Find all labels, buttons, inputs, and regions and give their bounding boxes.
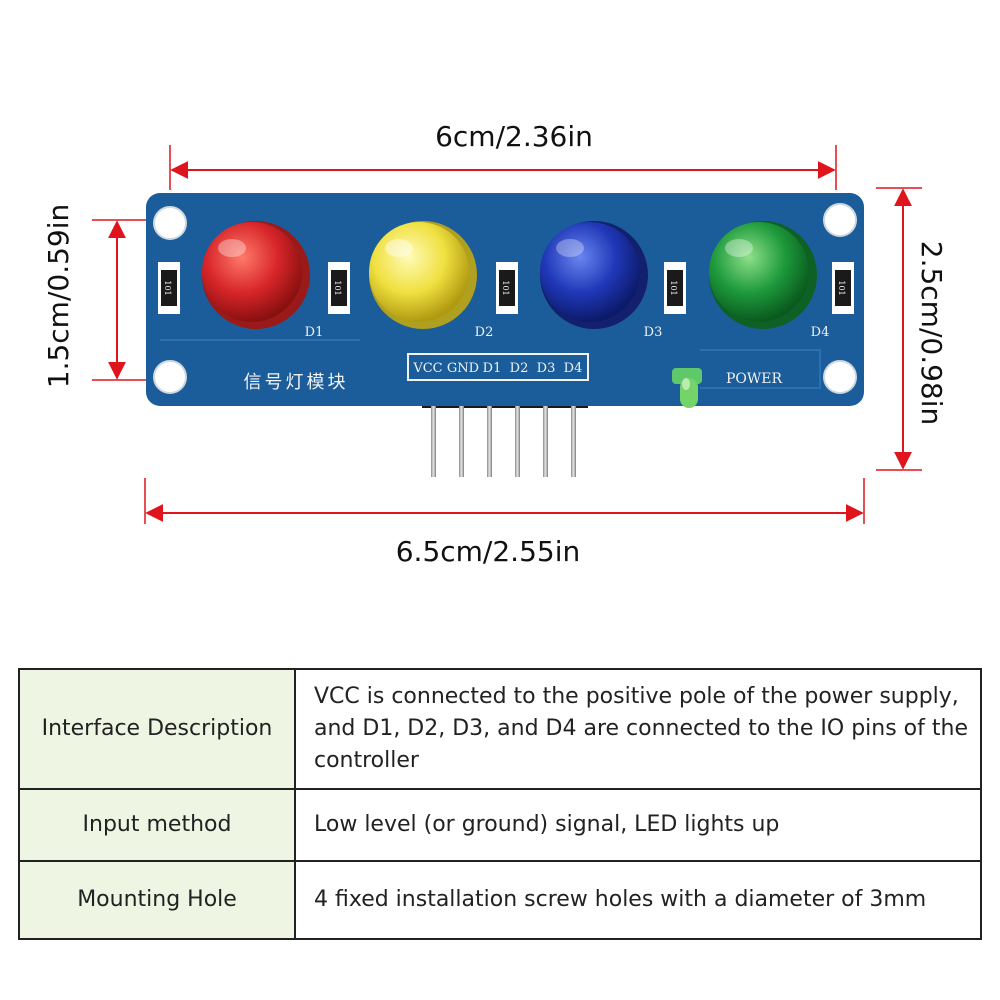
- spec-key-mounting: Mounting Hole: [18, 860, 296, 940]
- dimension-top: 6cm/2.36in: [169, 120, 837, 190]
- spec-key-interface: Interface Description: [18, 668, 296, 790]
- resistor: 101: [664, 262, 686, 314]
- svg-text:101: 101: [669, 280, 678, 295]
- module-name-label: 信号灯模块: [244, 372, 349, 393]
- mounting-holes: [153, 203, 857, 394]
- pin-label: D3: [537, 361, 556, 376]
- mounting-hole: [153, 206, 187, 240]
- svg-text:101: 101: [163, 280, 172, 295]
- svg-text:101: 101: [333, 280, 342, 295]
- pin-label: D4: [564, 361, 583, 376]
- led-d1: D1: [202, 221, 323, 340]
- pin-label: GND: [447, 361, 479, 376]
- pin-label: D1: [483, 361, 502, 376]
- mounting-hole: [153, 360, 187, 394]
- pin-label: VCC: [412, 361, 442, 376]
- table-row: Interface Description VCC is connected t…: [18, 668, 982, 790]
- pin-label-box: VCC GND D1 D2 D3 D4: [407, 353, 589, 381]
- led-label: D1: [305, 325, 324, 340]
- svg-text:101: 101: [837, 280, 846, 295]
- resistor: 101: [832, 262, 854, 314]
- dimension-right: 2.5cm/0.98in: [876, 187, 948, 471]
- pin-label: D2: [510, 361, 529, 376]
- spec-key-input: Input method: [18, 788, 296, 862]
- resistor: 101: [158, 262, 180, 314]
- module-dimension-diagram: 6cm/2.36in 6.5cm/2.55in 1.5cm/0.59in 2.5…: [42, 120, 948, 568]
- right-height-label: 2.5cm/0.98in: [915, 241, 948, 426]
- spec-table: Interface Description VCC is connected t…: [18, 668, 982, 940]
- top-width-label: 6cm/2.36in: [435, 120, 593, 153]
- spec-value-mounting: 4 fixed installation screw holes with a …: [294, 860, 982, 940]
- svg-text:101: 101: [501, 280, 510, 295]
- table-row: Input method Low level (or ground) signa…: [18, 788, 982, 862]
- spec-value-interface: VCC is connected to the positive pole of…: [294, 668, 982, 790]
- dimension-bottom: 6.5cm/2.55in: [144, 478, 865, 568]
- mounting-hole: [823, 360, 857, 394]
- led-label: D3: [644, 325, 663, 340]
- power-label: POWER: [726, 371, 783, 387]
- table-row: Mounting Hole 4 fixed installation screw…: [18, 860, 982, 940]
- led-d3: D3: [540, 221, 662, 340]
- resistor: 101: [496, 262, 518, 314]
- led-d4: D4: [709, 221, 829, 340]
- led-label: D4: [811, 325, 830, 340]
- dimension-left: 1.5cm/0.59in: [42, 204, 165, 389]
- mounting-hole: [823, 203, 857, 237]
- led-d2: D2: [369, 221, 493, 340]
- spec-value-input: Low level (or ground) signal, LED lights…: [294, 788, 982, 862]
- bottom-width-label: 6.5cm/2.55in: [396, 535, 581, 568]
- left-height-label: 1.5cm/0.59in: [42, 204, 75, 389]
- led-label: D2: [475, 325, 494, 340]
- power-led: POWER: [672, 368, 782, 408]
- resistors: 101 101 101 101 101: [158, 262, 854, 314]
- resistor: 101: [328, 262, 350, 314]
